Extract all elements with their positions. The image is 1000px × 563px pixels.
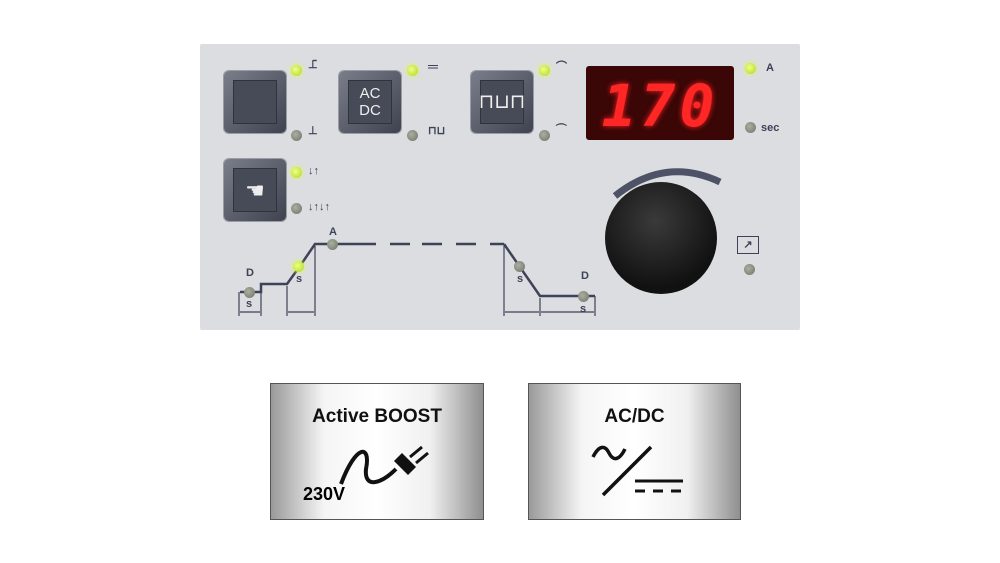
dc-label: DC [359,102,381,119]
downslope-unit: s [517,273,524,285]
led-torch-lift [291,65,302,76]
postgas-unit: s [580,303,587,315]
postgas-label: D [581,270,589,282]
led-amps [745,63,756,74]
led-ac [407,130,418,141]
active-boost-badge: Active BOOST 230V [270,383,484,520]
pregas-unit: s [246,298,253,310]
led-dc [407,65,418,76]
four-stroke-icon: ↓↑↓↑ [308,201,330,213]
ac-dc-symbol-icon [591,445,683,497]
dc-icon: ═ [428,58,438,74]
led-downslope [514,261,525,272]
led-remote [744,264,755,275]
amps-label: A [766,62,774,74]
torch-lift-icon: ⊥̄ [308,59,318,71]
pregas-label: D [246,267,254,279]
led-main-current [327,239,338,250]
two-stroke-icon: ↓↑ [308,165,319,177]
trigger-mode-button[interactable]: ☚ [224,159,286,221]
pulse-shape-icon: ⌒ [556,61,567,73]
main-current-label: A [329,226,337,238]
power-plug-icon [339,445,429,485]
led-4-stroke [291,203,302,214]
led-pulse-on [539,65,550,76]
ac-dc-badge: AC/DC [528,383,741,520]
pulse-button[interactable]: ⊓⊔⊓ [471,71,533,133]
led-pulse-off [539,130,550,141]
upslope-unit: s [296,273,303,285]
remote-control-icon: ↗ [737,236,759,254]
ac-square-wave-icon: ⊓⊔ [428,125,446,137]
ac-dc-title: AC/DC [604,406,665,427]
torch-hf-icon: ⊥ [308,125,318,137]
display-value: 170 [601,72,719,140]
led-torch-hf [291,130,302,141]
active-boost-title: Active BOOST [312,406,442,427]
knob-scale-arc [612,168,722,199]
led-seconds [745,122,756,133]
pulse-flat-icon: ⏜ [556,124,567,136]
voltage-label: 230V [303,484,346,504]
current-display: 170 [586,66,734,140]
adjustment-knob[interactable] [605,182,717,294]
led-upslope [293,261,304,272]
led-postgas [578,291,589,302]
led-pregas [244,287,255,298]
seconds-label: sec [761,122,780,134]
ac-label: AC [359,85,381,102]
welding-cycle-curve [238,242,596,316]
led-2-stroke [291,167,302,178]
welding-mode-button[interactable] [224,71,286,133]
